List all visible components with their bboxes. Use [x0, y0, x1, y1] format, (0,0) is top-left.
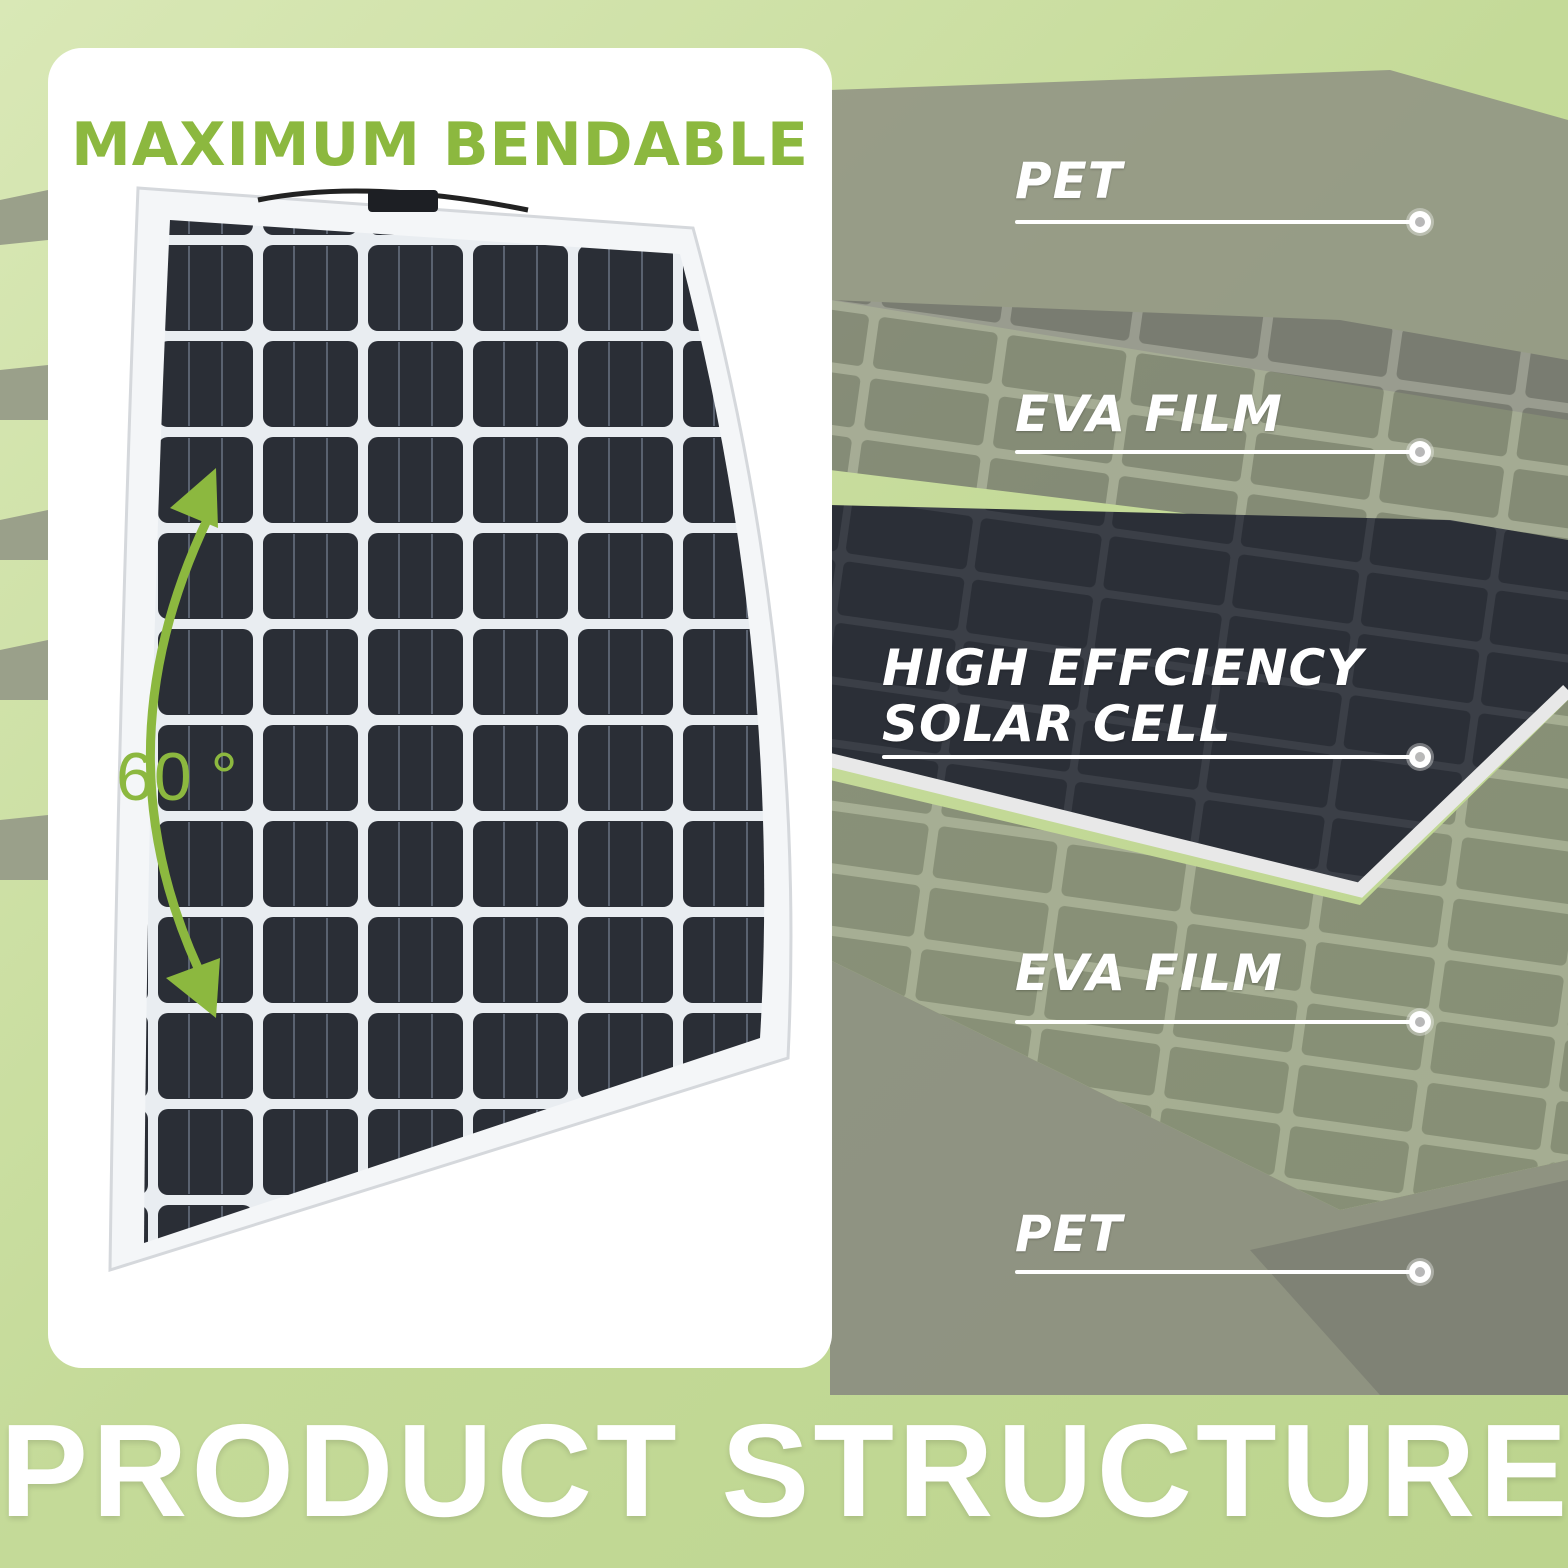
footer-title: PRODUCT STRUCTURE [0, 1397, 1568, 1544]
layer-dot-pet-bottom [1409, 1261, 1431, 1283]
layer-dot-solar-cell [1409, 746, 1431, 768]
layer-line-solar-cell [882, 755, 1420, 759]
bendable-card: MAXIMUM BENDABLE 60 ° [48, 48, 832, 1368]
eva-bottom-sheet [830, 700, 1568, 1210]
flexible-panel-illustration [108, 186, 793, 1273]
layer-dot-pet-top [1409, 211, 1431, 233]
eva-top-sheet [830, 300, 1568, 560]
bend-arrow-down-icon [166, 958, 220, 1018]
layer-label-pet-bottom: PET [1015, 1205, 1123, 1263]
layer-line-pet-bottom [1015, 1270, 1420, 1274]
layer-label-eva-top: EVA FILM [1015, 385, 1283, 443]
layer-dot-eva-bottom [1409, 1011, 1431, 1033]
card-title: MAXIMUM BENDABLE [71, 110, 809, 180]
bend-arrow-up-icon [170, 468, 218, 528]
solar-cell-sheet [830, 505, 1568, 890]
layer-line-eva-top [1015, 450, 1420, 454]
layer-label-eva-bottom: EVA FILM [1015, 944, 1283, 1002]
layer-line-eva-bottom [1015, 1020, 1420, 1024]
bend-arc [145, 513, 213, 973]
layer-line-pet-top [1015, 220, 1420, 224]
layer-dot-eva-top [1409, 441, 1431, 463]
solar-cells [144, 220, 765, 1243]
layer-label-pet-top: PET [1015, 152, 1123, 210]
bend-angle-label: 60 ° [116, 739, 238, 815]
layer-label-solar-cell: HIGH EFFCIENCY SOLAR CELL [882, 639, 1364, 753]
